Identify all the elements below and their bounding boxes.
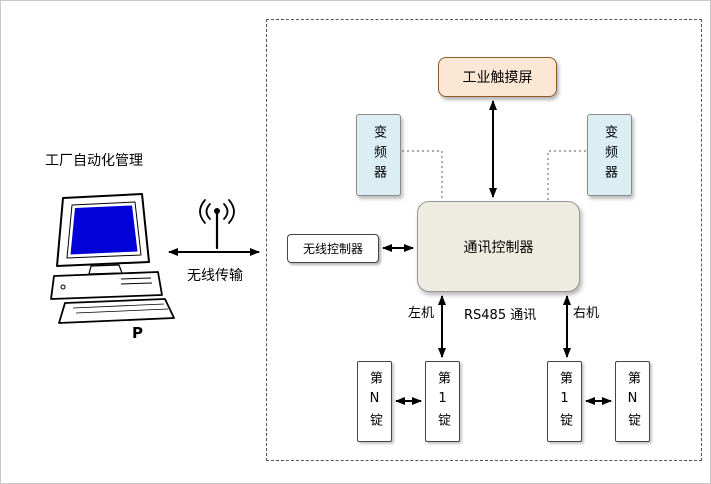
node-inverter-right: 变频器	[587, 114, 632, 196]
node-inverter-left: 变频器	[356, 114, 401, 196]
spindle-right-1-label: 第1锭	[557, 370, 572, 433]
system-boundary-frame	[266, 19, 702, 461]
right-machine-label: 右机	[573, 306, 600, 321]
computer-label: P	[132, 324, 143, 342]
antenna-icon	[199, 199, 235, 250]
rs485-communication-label: RS485 通讯	[464, 308, 537, 323]
node-wireless-controller: 无线控制器	[287, 234, 379, 263]
factory-management-title: 工厂自动化管理	[45, 153, 143, 169]
spindle-left-1-label: 第1锭	[435, 370, 450, 433]
inverter-right-label: 变频器	[602, 125, 617, 185]
spindle-right-n-label: 第N锭	[625, 370, 640, 433]
node-spindle-right-n: 第N锭	[615, 361, 650, 442]
desktop-computer-illustration	[50, 193, 175, 324]
node-spindle-left-n: 第N锭	[357, 361, 392, 442]
spindle-left-n-label: 第N锭	[367, 370, 382, 433]
node-spindle-right-1: 第1锭	[547, 361, 582, 442]
monitor-screen	[70, 205, 138, 255]
node-communication-controller: 通讯控制器	[417, 201, 580, 292]
inverter-left-label: 变频器	[371, 125, 386, 185]
node-industrial-touchscreen: 工业触摸屏	[438, 57, 557, 97]
wireless-controller-label: 无线控制器	[302, 242, 363, 256]
node-spindle-left-1: 第1锭	[425, 361, 460, 442]
controller-label: 通讯控制器	[463, 239, 534, 256]
left-machine-label: 左机	[408, 306, 435, 321]
touchscreen-label: 工业触摸屏	[462, 70, 533, 86]
wireless-transmission-label: 无线传输	[187, 268, 243, 284]
